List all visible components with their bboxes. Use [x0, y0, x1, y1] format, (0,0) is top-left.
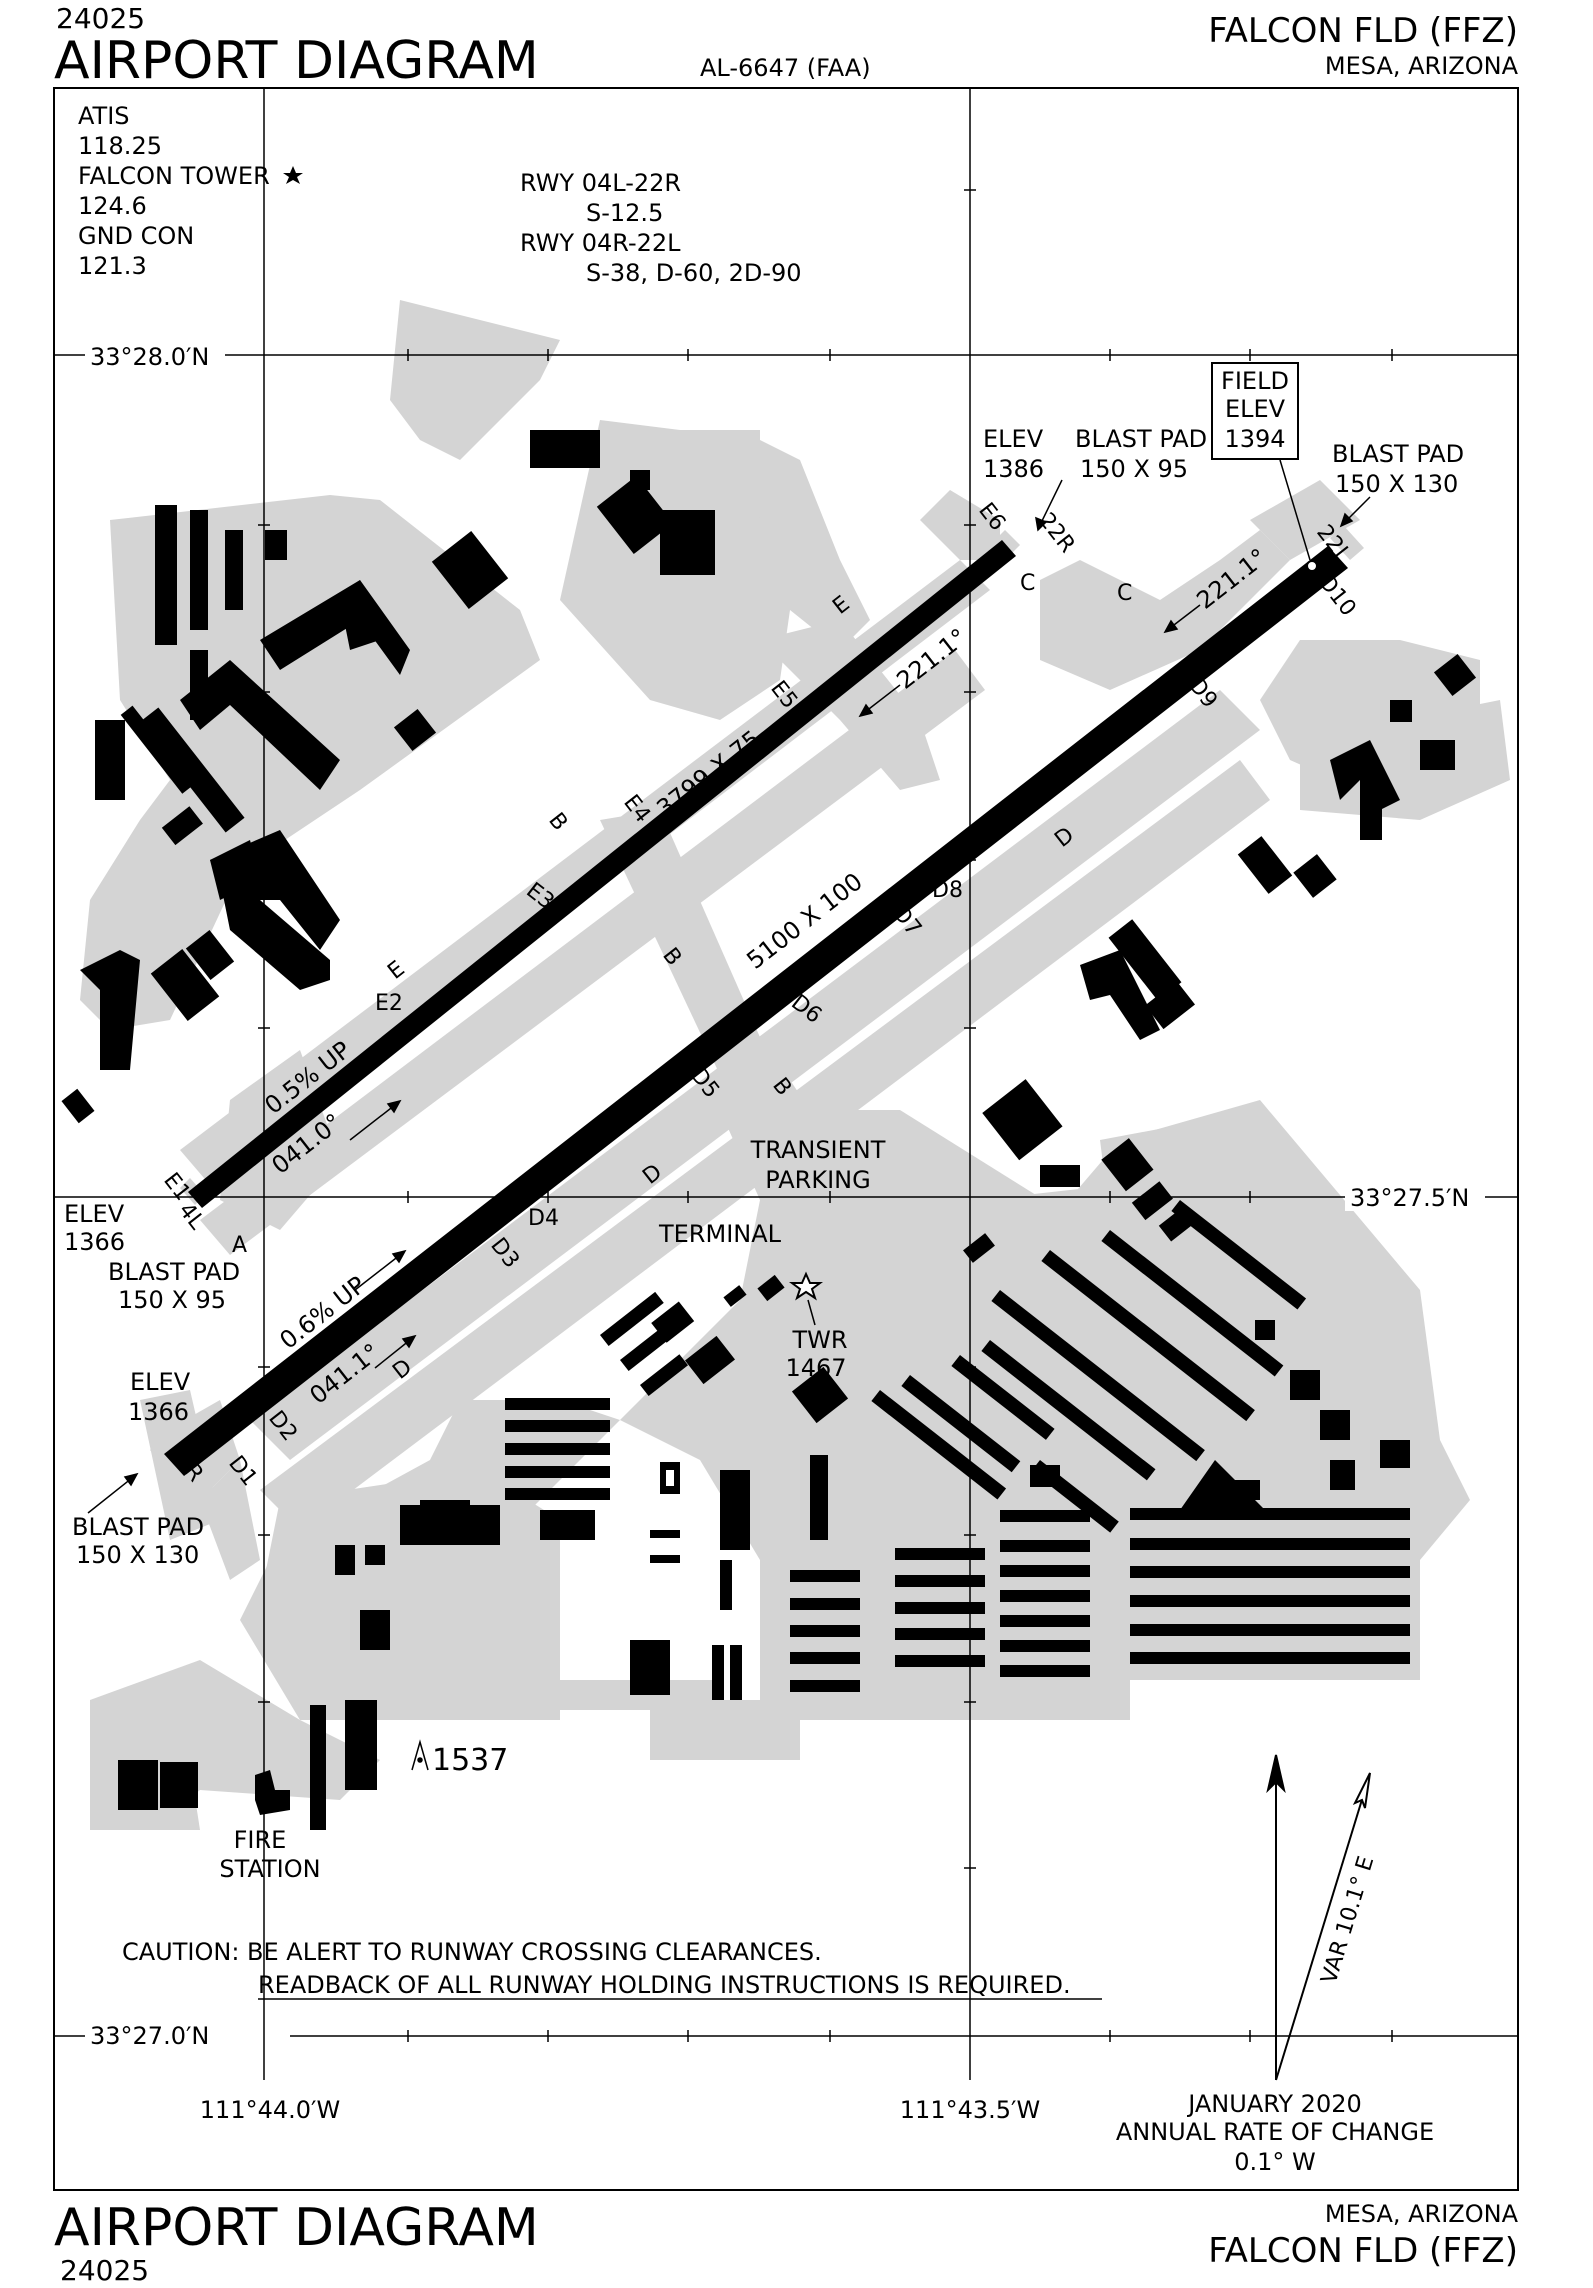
lat-lon-grid	[54, 88, 1518, 2080]
field-elev-value: 1394	[1224, 425, 1285, 453]
fire-station-label-1: FIRE	[234, 1826, 287, 1854]
airport-name-bottom: FALCON FLD (FFZ)	[1208, 2231, 1518, 2271]
chart-number: AL-6647 (FAA)	[700, 54, 871, 82]
field-elev-leader	[1279, 459, 1311, 561]
rwy04r-blast-label: BLAST PAD	[72, 1513, 204, 1541]
taxiway-c-label-2: C	[1117, 581, 1132, 606]
tower-star-icon	[283, 166, 303, 184]
magnetic-rate-label: ANNUAL RATE OF CHANGE	[1116, 2118, 1434, 2146]
magnetic-variation: VAR 10.1° E	[1317, 1853, 1379, 1986]
lat-north-bg	[85, 343, 225, 369]
rwy22l-blast: 150 X 130	[1335, 470, 1458, 498]
rwy1-strength-label: RWY 04L-22R	[520, 169, 681, 197]
taxiway-d4-label: D4	[528, 1206, 559, 1231]
volume-code-top: 24025	[56, 2, 145, 35]
volume-code-bottom: 24025	[60, 2254, 149, 2287]
magnetic-date: JANUARY 2020	[1186, 2090, 1362, 2118]
tower-frequency: 124.6	[78, 192, 147, 220]
tower-label: FALCON TOWER	[78, 162, 270, 190]
field-elev-box	[1211, 362, 1299, 460]
runway-04r-22l	[164, 546, 1348, 1476]
tower-star-icon-map	[789, 1271, 823, 1301]
taxiway-d8-label: D8	[932, 878, 963, 903]
magnetic-rate-value: 0.1° W	[1234, 2148, 1316, 2176]
taxiway-b-label-1: B	[543, 808, 572, 835]
rwy22r-elev: 1386	[983, 455, 1044, 483]
rwy22r-blast-label: BLAST PAD	[1075, 425, 1207, 453]
lon-west: 111°44.0′W	[200, 2096, 340, 2124]
atis-label: ATIS	[78, 102, 130, 130]
taxiway-a-label: A	[232, 1233, 247, 1258]
field-elev-label1: FIELD	[1221, 367, 1289, 395]
field-elev-label2: ELEV	[1225, 395, 1286, 423]
chart-frame	[53, 87, 1519, 2191]
lat-south: 33°27.0′N	[90, 2022, 209, 2050]
ground-frequency: 121.3	[78, 252, 147, 280]
atis-frequency: 118.25	[78, 132, 162, 160]
rwy04r-blast: 150 X 130	[76, 1541, 199, 1569]
runway-direction-arrows	[87, 479, 1371, 1514]
tower-leader	[807, 1299, 816, 1326]
lon-east: 111°43.5′W	[900, 2096, 1040, 2124]
diagram-title-top: AIRPORT DIAGRAM	[54, 31, 539, 91]
lat-mid: 33°27.5′N	[1350, 1184, 1469, 1212]
rwy22r-elev-label: ELEV	[983, 425, 1044, 453]
caution-line-1: CAUTION: BE ALERT TO RUNWAY CROSSING CLE…	[122, 1938, 822, 1966]
transient-label-1: TRANSIENT	[750, 1136, 886, 1164]
rwy22r-blast: 150 X 95	[1080, 455, 1188, 483]
terminal-label: TERMINAL	[658, 1220, 782, 1248]
rwy1-strength: S-12.5	[586, 199, 663, 227]
lat-south-bg	[85, 2024, 225, 2050]
rwy04r-elev-label: ELEV	[130, 1368, 191, 1396]
runway-04l-22r	[188, 540, 1016, 1208]
fire-station-label-2: STATION	[219, 1855, 320, 1883]
location-bottom: MESA, ARIZONA	[1325, 2200, 1519, 2228]
rwy04l-blast-label: BLAST PAD	[108, 1258, 240, 1286]
rwy04l-blast: 150 X 95	[118, 1286, 226, 1314]
field-elev-point	[1306, 560, 1318, 572]
rwy04r-elev: 1366	[128, 1398, 189, 1426]
ground-label: GND CON	[78, 222, 194, 250]
diagram-title-bottom: AIRPORT DIAGRAM	[54, 2198, 539, 2258]
obstacle-elevation: 1537	[432, 1743, 508, 1778]
lat-mid-bg	[1345, 1185, 1485, 1211]
taxiway-c-label-1: C	[1020, 571, 1035, 596]
location-top: MESA, ARIZONA	[1325, 52, 1519, 80]
tower-elevation: 1467	[785, 1354, 846, 1382]
obstacle-icon	[411, 1739, 429, 1771]
rwy22l-blast-label: BLAST PAD	[1332, 440, 1464, 468]
rwy04l-elev: 1366	[64, 1228, 125, 1256]
airport-name-top: FALCON FLD (FFZ)	[1208, 11, 1518, 51]
rwy2-strength: S-38, D-60, 2D-90	[586, 259, 802, 287]
taxiway-e2-label: E2	[375, 991, 403, 1016]
tower-label-map: TWR	[791, 1326, 847, 1354]
rwy2-strength-label: RWY 04R-22L	[520, 229, 681, 257]
lat-north: 33°28.0′N	[90, 343, 209, 371]
rwy04l-elev-label: ELEV	[64, 1200, 125, 1228]
buildings	[61, 430, 1477, 1830]
rwy22r-end: 22R	[1033, 508, 1079, 557]
blast-pad-22l	[1330, 526, 1364, 560]
transient-label-2: PARKING	[765, 1166, 870, 1194]
blast-pad-22r	[995, 530, 1020, 555]
north-arrow-icon	[1266, 1754, 1371, 2081]
caution-line-2: READBACK OF ALL RUNWAY HOLDING INSTRUCTI…	[258, 1971, 1071, 1999]
